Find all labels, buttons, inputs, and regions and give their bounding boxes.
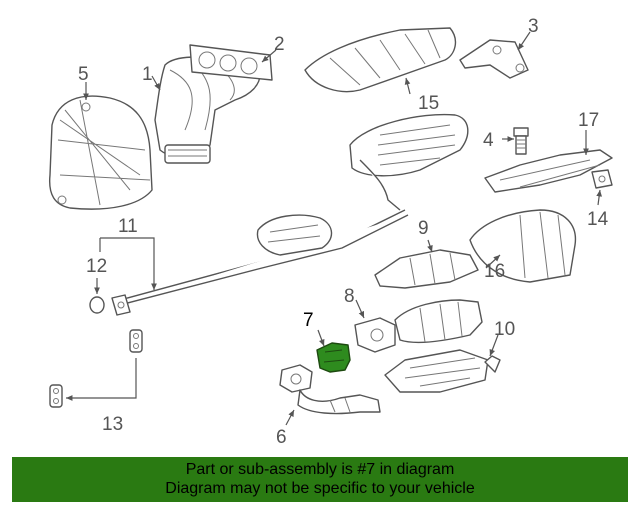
part-5-heat-shield[interactable]	[48, 95, 153, 210]
part-7-bracket-highlighted[interactable]	[316, 342, 351, 373]
part-17-heat-shield[interactable]	[484, 149, 613, 193]
part-13-hanger-rubber[interactable]	[49, 329, 143, 408]
callout-6: 6	[276, 427, 287, 448]
banner-line-2: Diagram may not be specific to your vehi…	[165, 480, 475, 497]
callout-10: 10	[494, 319, 515, 340]
muffler[interactable]	[349, 113, 469, 211]
part-6-front-pipe[interactable]	[279, 364, 381, 415]
callout-15: 15	[418, 93, 439, 114]
part-15-upper-heat-shield[interactable]	[304, 27, 457, 93]
part-12-gasket[interactable]	[89, 296, 105, 314]
exhaust-parts-diagram: 1 2 3 4 5 6 7 8 9 10 11 12 13 14 15 16 1…	[48, 16, 613, 448]
callout-1: 1	[142, 64, 153, 85]
callout-12: 12	[86, 256, 107, 277]
part-9-heat-shield[interactable]	[374, 249, 479, 289]
part-3-bracket[interactable]	[459, 39, 529, 79]
banner-line-1: Part or sub-assembly is #7 in diagram	[185, 461, 455, 478]
part-info-banner: Part or sub-assembly is #7 in diagram Di…	[12, 457, 628, 502]
callout-17: 17	[578, 110, 599, 131]
callout-13: 13	[102, 414, 123, 435]
callout-14: 14	[587, 209, 609, 230]
part-1-exhaust-manifold[interactable]	[154, 56, 261, 164]
leader-lines	[66, 31, 602, 426]
callout-labels: 1 2 3 4 5 6 7 8 9 10 11 12 13 14 15 16 1…	[78, 16, 609, 448]
callout-8: 8	[344, 286, 355, 307]
part-8-catalytic-converter[interactable]	[354, 299, 483, 353]
callout-5: 5	[78, 64, 89, 85]
part-10-converter[interactable]	[384, 349, 501, 393]
part-11-exhaust-pipe[interactable]	[111, 209, 409, 316]
callout-7-highlighted: 7	[303, 310, 314, 331]
callout-9: 9	[418, 218, 429, 239]
callout-4: 4	[483, 130, 494, 151]
callout-11: 11	[118, 216, 138, 237]
part-16-heat-shield[interactable]	[469, 209, 577, 283]
callout-3: 3	[528, 16, 539, 37]
part-2-manifold-gasket[interactable]	[189, 44, 273, 81]
callout-16: 16	[484, 261, 505, 282]
part-4-bolt[interactable]	[513, 127, 529, 155]
part-14-mount-rubber[interactable]	[591, 169, 613, 189]
callout-2: 2	[274, 34, 285, 55]
